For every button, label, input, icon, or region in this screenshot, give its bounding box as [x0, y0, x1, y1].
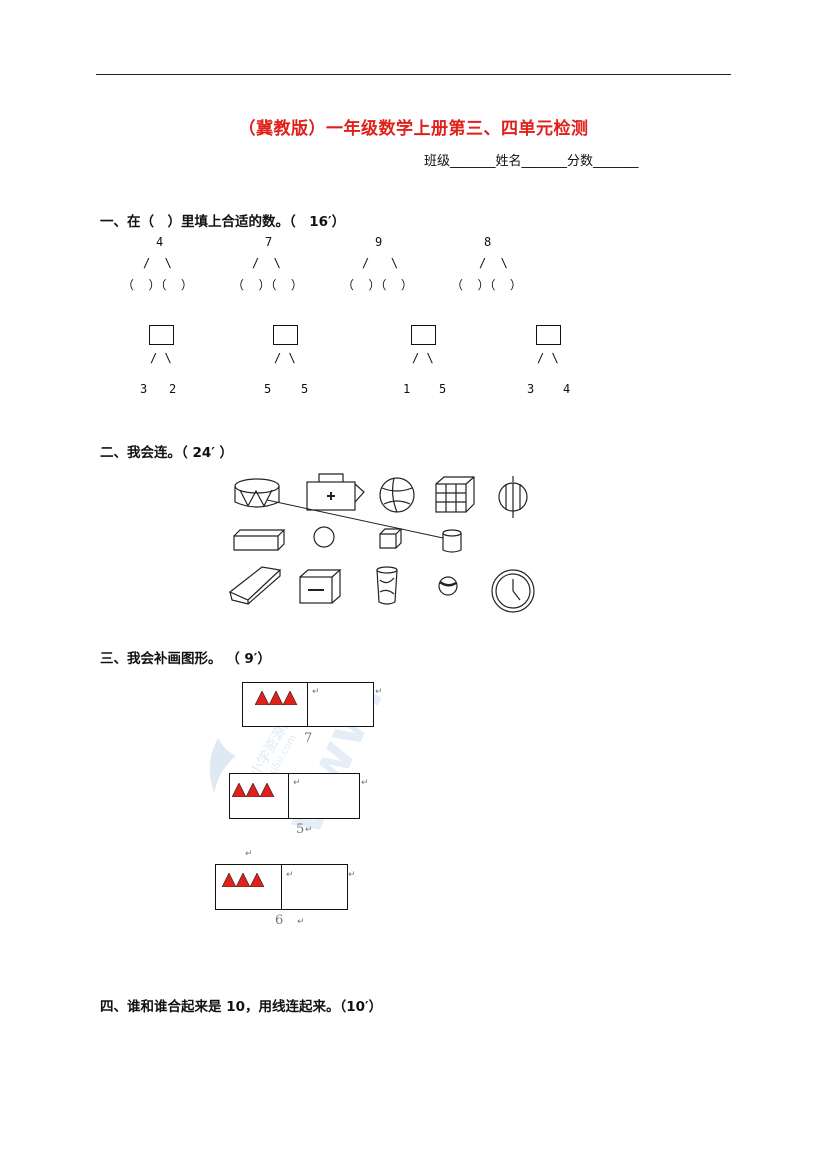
- q1-part-number: 5: [439, 382, 447, 396]
- q1-answer-blanks[interactable]: （ ）（ ）: [232, 278, 303, 292]
- drum-icon: [234, 478, 280, 508]
- toy-box-icon: [299, 569, 342, 604]
- clock-icon: [491, 569, 535, 613]
- section-3-heading: 三、我会补画图形。 （ 9′）: [100, 651, 271, 667]
- q1-top-number: 7: [265, 235, 273, 249]
- shape-box-divider: [281, 864, 282, 910]
- return-mark: ↵: [348, 870, 356, 880]
- q1-part-number: 4: [563, 382, 571, 396]
- volleyball-icon: [379, 477, 415, 513]
- q1-answer-box[interactable]: [536, 325, 561, 345]
- q1-answer-box[interactable]: [273, 325, 298, 345]
- q1-branch: / \: [143, 256, 172, 270]
- glass-icon: [376, 566, 398, 605]
- shape-box-divider: [307, 682, 308, 727]
- student-info-line: 班级_______姓名_______分数_______: [424, 154, 639, 169]
- q1-branch: / \: [252, 256, 281, 270]
- q1-part-number: 2: [169, 382, 177, 396]
- return-mark: ↵: [312, 687, 320, 697]
- sphere-icon: [313, 526, 335, 548]
- q1-answer-blanks[interactable]: （ ）（ ）: [342, 278, 413, 292]
- return-mark: ↵: [245, 849, 253, 859]
- shape-box-caption: 6: [275, 913, 284, 928]
- q1-part-number: 5: [264, 382, 272, 396]
- section-4-heading: 四、谁和谁合起来是 10，用线连起来。（10′）: [100, 999, 383, 1015]
- q1-answer-box[interactable]: [149, 325, 174, 345]
- rubiks-cube-icon: [435, 476, 475, 513]
- return-mark: ↵: [375, 687, 383, 697]
- eraser-icon: [228, 566, 282, 605]
- q1-top-number: 4: [156, 235, 164, 249]
- q1-box-branch: / \: [537, 351, 559, 365]
- watermark-logo-icon: [209, 738, 236, 793]
- q1-branch: / \: [479, 256, 508, 270]
- q1-box-branch: / \: [412, 351, 434, 365]
- page-title: （冀教版）一年级数学上册第三、四单元检测: [238, 119, 589, 139]
- objects-matching-illustration: [228, 473, 535, 613]
- lantern-icon: [498, 476, 528, 518]
- triangles-icon: [255, 691, 298, 705]
- triangles-icon: [222, 873, 265, 887]
- return-mark: ↵: [361, 778, 369, 788]
- return-mark: ↵: [293, 778, 301, 788]
- q1-box-branch: / \: [274, 351, 296, 365]
- cylinder-icon: [442, 529, 462, 553]
- return-mark: ↵: [286, 870, 294, 880]
- q1-answer-blanks[interactable]: （ ）（ ）: [451, 278, 522, 292]
- q1-part-number: 5: [301, 382, 309, 396]
- q1-top-number: 8: [484, 235, 492, 249]
- section-2-heading: 二、我会连。（ 24′ ）: [100, 445, 233, 461]
- return-mark: ↵: [297, 917, 305, 927]
- cuboid-icon: [233, 529, 286, 551]
- return-mark: ↵: [305, 825, 313, 835]
- q1-part-number: 3: [140, 382, 148, 396]
- q1-branch: / \: [362, 256, 399, 270]
- cube-icon: [379, 528, 403, 549]
- q1-answer-box[interactable]: [411, 325, 436, 345]
- triangles-icon: [232, 783, 275, 797]
- matching-line: [266, 499, 444, 539]
- shape-box-divider: [288, 773, 289, 819]
- first-aid-kit-icon: [306, 473, 365, 511]
- section-1-heading: 一、在（ ）里填上合适的数。（ 16′）: [100, 214, 346, 230]
- small-ball-icon: [438, 576, 458, 596]
- top-rule: [96, 74, 731, 75]
- q1-part-number: 1: [403, 382, 411, 396]
- q1-box-branch: / \: [150, 351, 172, 365]
- q1-part-number: 3: [527, 382, 535, 396]
- shape-box-caption: 5: [296, 822, 305, 837]
- q1-answer-blanks[interactable]: （ ）（ ）: [122, 278, 193, 292]
- shape-box-caption: 7: [304, 731, 313, 746]
- q1-top-number: 9: [375, 235, 383, 249]
